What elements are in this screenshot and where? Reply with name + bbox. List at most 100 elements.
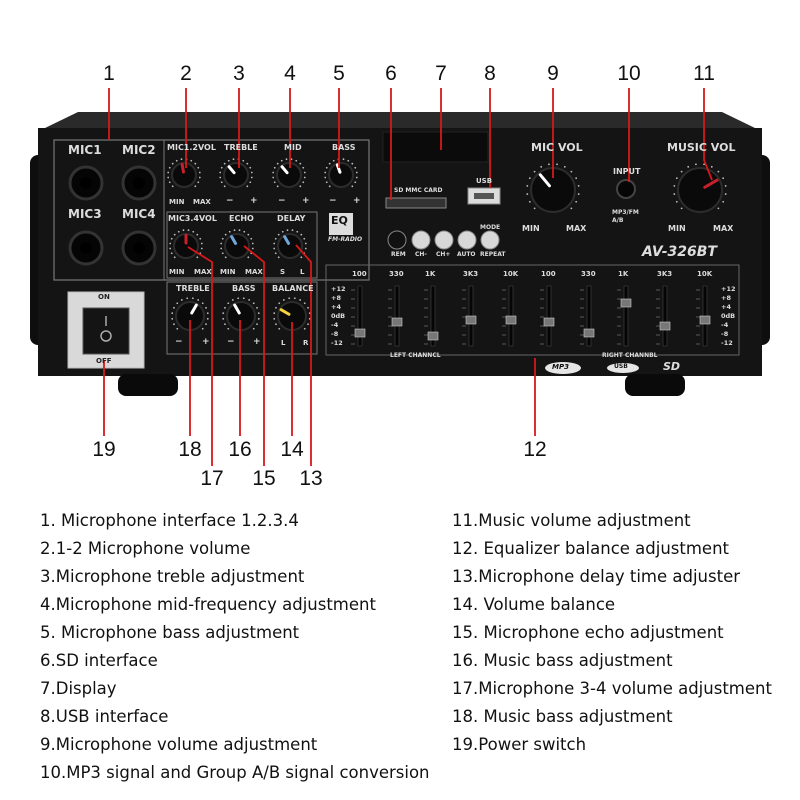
music-treble-knob[interactable] (171, 297, 209, 331)
treble-minus: − (226, 196, 234, 206)
callout-16: 16 (228, 438, 252, 461)
eq-slider-5[interactable] (502, 285, 517, 347)
mid-minus: − (278, 196, 286, 206)
eq-slider-4[interactable] (462, 285, 477, 347)
max-label-3: MAX (245, 268, 263, 276)
mic4-jack[interactable] (121, 230, 157, 266)
eq-db-label-r-3: +4 (721, 303, 731, 311)
eq-db-label-r-4: 0dB (721, 312, 736, 320)
power-on-label: ON (98, 293, 110, 301)
eq-logo (329, 213, 353, 235)
bass-minus: − (329, 196, 337, 206)
eq-slider-7[interactable] (580, 285, 595, 347)
play-button[interactable] (457, 230, 477, 250)
legend-item-12: 12. Equalizer balance adjustment (452, 539, 730, 558)
callout-14: 14 (280, 438, 304, 461)
echo-knob[interactable] (220, 229, 254, 259)
right-channel-label: RIGHT CHANNBL (602, 352, 658, 359)
next-button[interactable] (434, 230, 454, 250)
mic-bass-knob[interactable] (324, 158, 358, 188)
balance-l-label: L (281, 339, 286, 347)
mic3-jack[interactable] (68, 230, 104, 266)
balance-label: BALANCE (272, 284, 314, 293)
balance-r-label: R (303, 339, 309, 347)
eq-db-label-l-5: -4 (331, 321, 339, 329)
mid-plus: + (302, 196, 310, 206)
legend-item-9: 9.Microphone volume adjustment (40, 735, 318, 754)
mic2-label: MIC2 (122, 143, 156, 157)
eq-db-label-r-7: -12 (721, 339, 733, 347)
ch-plus-label: CH+ (436, 251, 451, 258)
eq-freq-label-6: 100 (541, 270, 556, 278)
eq-db-label-r-2: +8 (721, 294, 731, 302)
music-bass-knob[interactable] (222, 297, 260, 331)
legend-item-10: 10.MP3 signal and Group A/B signal conve… (40, 763, 430, 782)
ab-label: A/B (612, 217, 624, 224)
model-label: AV-326BT (642, 244, 717, 260)
legend-item-5: 5. Microphone bass adjustment (40, 623, 300, 642)
max-label-2: MAX (194, 268, 212, 276)
delay-s-label: S (280, 268, 286, 276)
music-vol-min: MIN (668, 224, 686, 233)
mic34vol-label: MIC3.4VOL (168, 214, 217, 223)
legend-item-17: 17.Microphone 3-4 volume adjustment (452, 679, 772, 698)
callout-10: 10 (617, 62, 641, 85)
legend-item-18: 18. Music bass adjustment (452, 707, 673, 726)
mode-button[interactable] (480, 230, 500, 250)
prev-button[interactable] (411, 230, 431, 250)
balance-knob[interactable] (273, 297, 311, 331)
callout-18: 18 (178, 438, 202, 461)
chassis-top (45, 112, 755, 128)
legend-item-16: 16. Music bass adjustment (452, 651, 673, 670)
fm-radio-label: FM-RADIO (328, 236, 363, 243)
mic-mid-knob[interactable] (272, 158, 306, 188)
eq-slider-2[interactable] (388, 285, 403, 347)
callout-13: 13 (299, 467, 323, 490)
input-button[interactable] (616, 179, 636, 199)
leader-line-13 (295, 244, 312, 466)
front-panel (38, 128, 762, 376)
legend-item-6: 6.SD interface (40, 651, 158, 670)
eq-freq-label-5: 10K (503, 270, 519, 278)
legend-item-3: 3.Microphone treble adjustment (40, 567, 305, 586)
eq-db-label-r-1: +12 (721, 285, 736, 293)
callout-12: 12 (523, 438, 547, 461)
left-channel-label: LEFT CHANNCL (390, 352, 441, 359)
auto-label: AUTO (457, 251, 476, 258)
rem-button[interactable] (387, 230, 407, 250)
equalizer-panel (325, 264, 740, 356)
eq-slider-6[interactable] (540, 285, 555, 347)
mic-vol-knob[interactable] (526, 163, 580, 213)
eq-slider-1[interactable] (351, 285, 366, 347)
eq-freq-label-7: 330 (581, 270, 596, 278)
delay-l-label: L (300, 268, 305, 276)
eq-slider-3[interactable] (424, 285, 439, 347)
callout-7: 7 (435, 62, 447, 85)
echo-label: ECHO (229, 214, 254, 223)
treble-label: TREBLE (224, 143, 258, 152)
mic2-jack[interactable] (121, 165, 157, 201)
delay-knob[interactable] (273, 229, 307, 259)
legend-item-1: 1. Microphone interface 1.2.3.4 (40, 511, 299, 530)
sd-slot[interactable] (385, 197, 447, 209)
eq-freq-label-10: 10K (697, 270, 713, 278)
eq-slider-9[interactable] (656, 285, 671, 347)
callout-1: 1 (103, 62, 115, 85)
mic-treble-knob[interactable] (219, 158, 253, 188)
mic-vol-max: MAX (566, 224, 587, 233)
eq-slider-10[interactable] (696, 285, 711, 347)
mp3-logo: MP3 (552, 363, 569, 371)
eq-freq-label-2: 330 (389, 270, 404, 278)
mic12-volume-knob[interactable] (167, 158, 201, 188)
min-label-1: MIN (169, 198, 185, 206)
legend-item-15: 15. Microphone echo adjustment (452, 623, 724, 642)
mp3-logo-shape (545, 362, 581, 374)
sd-card-label: SD MMC CARD (394, 187, 443, 194)
mic34-volume-knob[interactable] (169, 229, 203, 259)
eq-db-label-l-7: -12 (331, 339, 343, 347)
mic1-jack[interactable] (68, 165, 104, 201)
eq-slider-8[interactable] (617, 285, 632, 347)
callout-17: 17 (200, 467, 224, 490)
power-off-label: OFF (96, 357, 112, 365)
